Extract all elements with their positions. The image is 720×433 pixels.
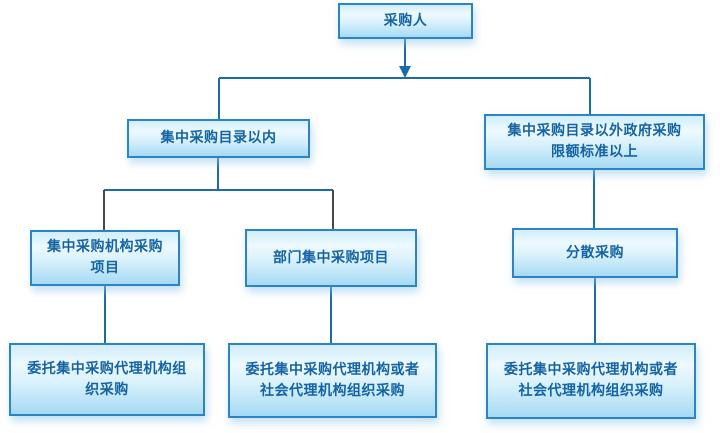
node-purchaser: 采购人 (338, 3, 473, 39)
arrowhead-down-icon (399, 66, 411, 78)
node-decentralized-procurement: 分散采购 (512, 228, 678, 278)
node-within-centralized-catalog: 集中采购目录以内 (127, 119, 310, 158)
node-department-centralized-projects: 部门集中采购项目 (245, 229, 417, 287)
node-entrust-centralized-or-social-agency-2: 委托集中采购代理机构或者 社会代理机构组织采购 (486, 343, 696, 419)
node-outside-catalog-above-quota: 集中采购目录以外政府采购 限额标准以上 (484, 114, 705, 170)
node-centralized-agency-projects: 集中采购机构采购 项目 (30, 230, 180, 286)
node-entrust-centralized-or-social-agency-1: 委托集中采购代理机构或者 社会代理机构组织采购 (228, 343, 437, 418)
node-entrust-centralized-agency: 委托集中采购代理机构组 织采购 (9, 343, 205, 416)
